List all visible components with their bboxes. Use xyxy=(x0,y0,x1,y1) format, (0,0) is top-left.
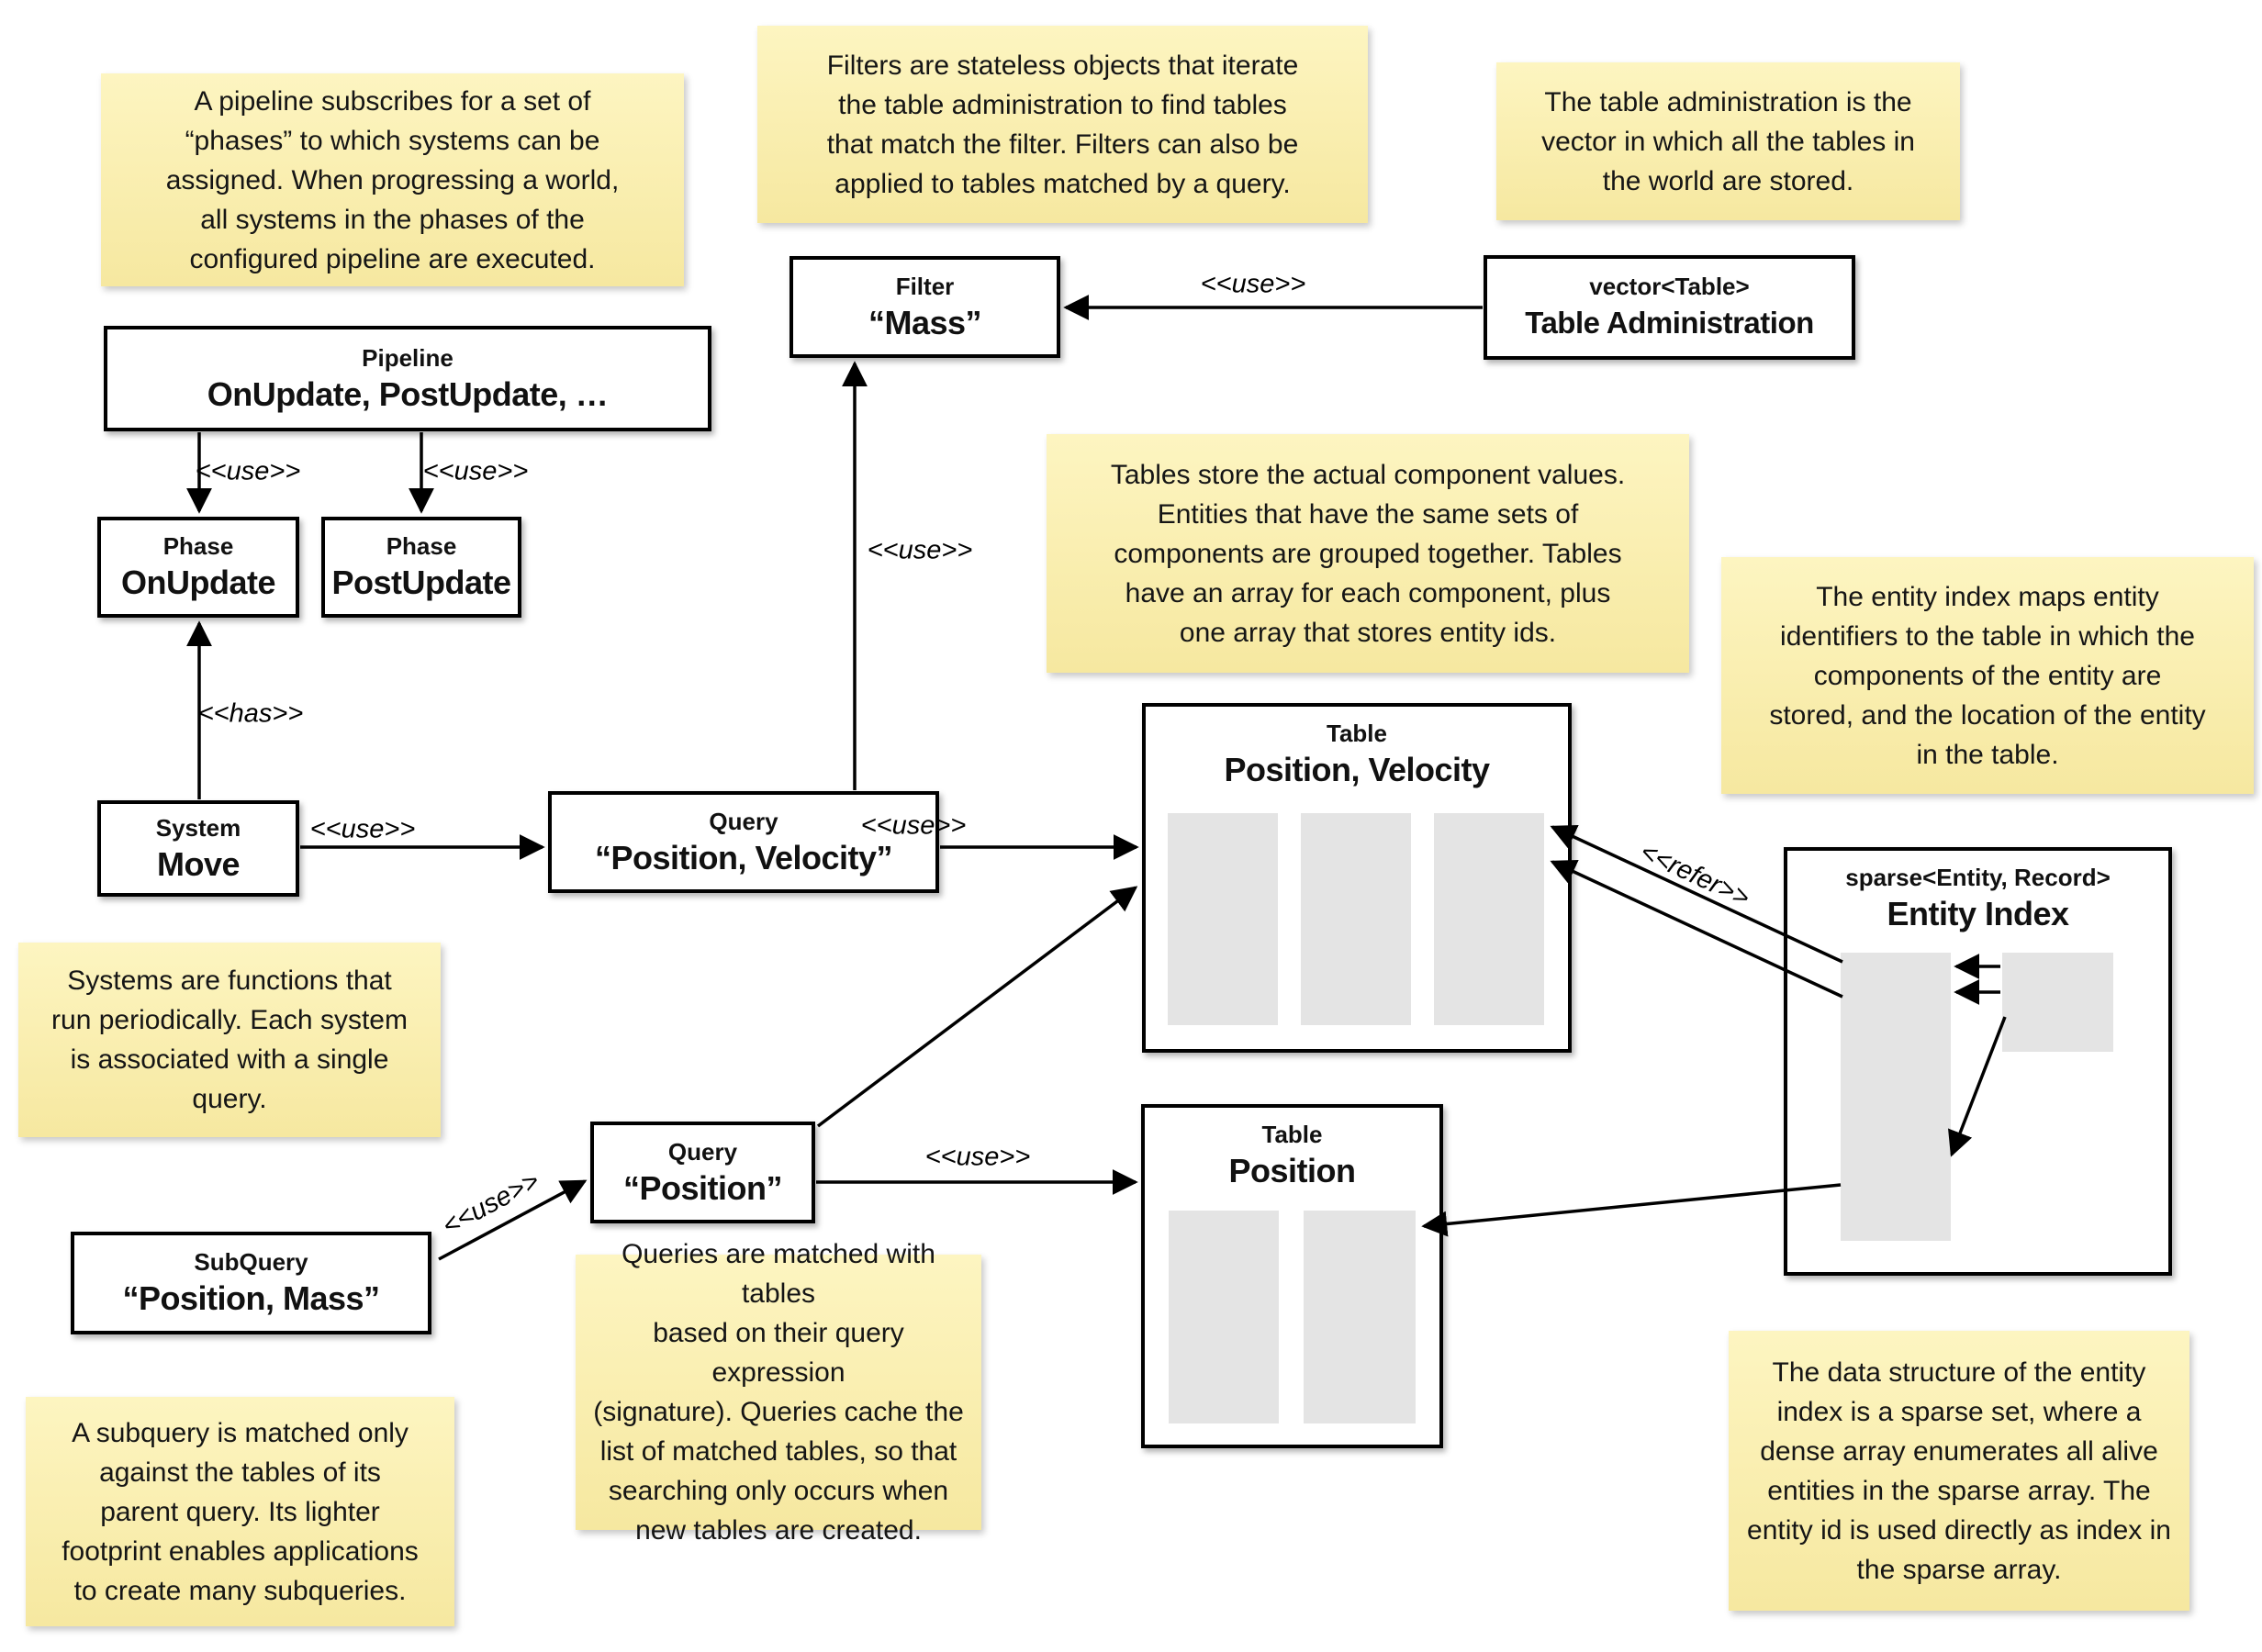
box-table-posvel-value: Position, Velocity xyxy=(1224,751,1490,788)
note-pipeline: A pipeline subscribes for a set of “phas… xyxy=(101,73,684,286)
edge-querypos-to-tableposvel xyxy=(816,886,1138,1128)
label-use-query-filter: <<use>> xyxy=(867,535,973,565)
note-table-administration: The table administration is the vector i… xyxy=(1496,62,1960,220)
label-use-move-query: <<use>> xyxy=(309,814,416,844)
box-phase-onupdate-value: OnUpdate xyxy=(120,564,276,601)
box-query-posvel-title: Query xyxy=(709,807,778,835)
component-array-2 xyxy=(1301,813,1411,1025)
box-filter-mass-value: “Mass” xyxy=(868,303,982,341)
box-filter-mass-title: Filter xyxy=(895,272,955,300)
box-query-posvel-value: “Position, Velocity” xyxy=(594,838,893,876)
box-table-admin-value: Table Administration xyxy=(1525,306,1814,340)
sparse-array xyxy=(1841,953,1951,1241)
label-has-move-onupdate: <<has>> xyxy=(197,698,304,729)
box-phase-onupdate-title: Phase xyxy=(162,532,234,560)
box-query-pos-title: Query xyxy=(667,1137,738,1166)
label-use-querypos-tablepos: <<use>> xyxy=(924,1142,1031,1172)
note-tables: Tables store the actual component values… xyxy=(1047,434,1689,673)
note-sparse-set: The data structure of the entity index i… xyxy=(1729,1331,2189,1611)
box-phase-postupdate: Phase PostUpdate xyxy=(321,517,521,618)
box-subquery-value: “Position, Mass” xyxy=(122,1279,380,1317)
label-use-subquery-querypos: <<use>> xyxy=(437,1166,544,1242)
note-entity-index: The entity index maps entity identifiers… xyxy=(1721,557,2254,794)
label-use-pipeline-postupdate: <<use>> xyxy=(422,456,529,486)
box-table-posvel-title: Table xyxy=(1327,720,1387,747)
box-table-admin-title: vector<Table> xyxy=(1589,273,1750,300)
note-systems: Systems are functions that run periodica… xyxy=(18,943,441,1137)
box-filter-mass: Filter “Mass” xyxy=(789,256,1060,358)
box-system-move-title: System xyxy=(155,813,241,842)
box-pipeline-title: Pipeline xyxy=(362,343,454,372)
box-table-pos-title: Table xyxy=(1261,1121,1323,1148)
note-filters: Filters are stateless objects that itera… xyxy=(757,26,1368,223)
box-table-administration: vector<Table> Table Administration xyxy=(1484,255,1855,360)
box-entity-index-title: sparse<Entity, Record> xyxy=(1845,864,2111,891)
box-subquery-position-mass: SubQuery “Position, Mass” xyxy=(71,1232,431,1334)
box-system-move: System Move xyxy=(97,800,299,897)
box-pipeline-value: OnUpdate, PostUpdate, … xyxy=(207,374,609,413)
label-use-tableadmin-filter: <<use>> xyxy=(1200,269,1306,299)
label-use-query-tableposvel: <<use>> xyxy=(860,810,967,841)
edge-entityindex-to-tablepos xyxy=(1421,1183,1842,1237)
box-table-pos-value: Position xyxy=(1228,1152,1357,1189)
box-phase-postupdate-value: PostUpdate xyxy=(331,564,511,601)
box-query-pos-value: “Position” xyxy=(623,1168,783,1207)
dense-array xyxy=(2002,953,2113,1052)
box-phase-onupdate: Phase OnUpdate xyxy=(97,517,299,618)
note-subquery: A subquery is matched only against the t… xyxy=(26,1397,454,1626)
note-queries: Queries are matched with tables based on… xyxy=(576,1239,981,1546)
component-array-1 xyxy=(1168,813,1278,1025)
box-system-move-value: Move xyxy=(156,844,241,883)
component-array-4 xyxy=(1169,1211,1279,1423)
box-pipeline: Pipeline OnUpdate, PostUpdate, … xyxy=(104,326,711,431)
box-subquery-title: SubQuery xyxy=(194,1248,308,1276)
label-refer-entityindex-table: <<refer>> xyxy=(1635,837,1754,913)
box-query-position: Query “Position” xyxy=(590,1122,815,1223)
label-use-pipeline-onupdate: <<use>> xyxy=(195,456,301,486)
box-entity-index-value: Entity Index xyxy=(1887,895,2069,932)
component-array-5 xyxy=(1304,1211,1416,1423)
box-phase-postupdate-title: Phase xyxy=(386,532,457,560)
component-array-3 xyxy=(1434,813,1544,1025)
box-query-position-velocity: Query “Position, Velocity” xyxy=(548,791,939,893)
